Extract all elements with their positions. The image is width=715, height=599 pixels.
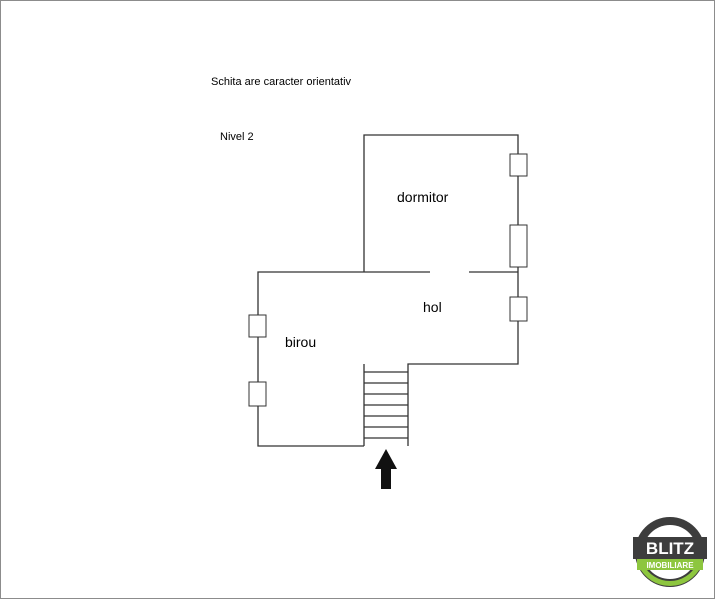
- walls: [257, 134, 519, 447]
- room-label-office: birou: [285, 334, 316, 350]
- disclaimer-note: Schita are caracter orientativ: [211, 76, 352, 88]
- window: [509, 296, 528, 322]
- window: [509, 153, 528, 177]
- staircase: [363, 364, 408, 446]
- logo-subtitle-band: [637, 559, 703, 570]
- logo-name: BLITZ: [646, 539, 694, 558]
- window: [248, 381, 267, 407]
- logo-name-band: [633, 537, 707, 559]
- window: [509, 224, 528, 268]
- room-label-bedroom: dormitor: [397, 189, 449, 205]
- logo-subtitle: IMOBILIARE: [646, 561, 694, 570]
- outer-wall: [363, 134, 519, 446]
- window: [248, 314, 267, 338]
- entry-arrow-icon: [375, 449, 397, 489]
- logo-accent-arc: [638, 563, 702, 586]
- room-label-hall: hol: [423, 299, 442, 315]
- windows: [248, 153, 528, 407]
- blitz-logo: BLITZ IMOBILIARE: [633, 517, 707, 587]
- level-label: Nivel 2: [220, 131, 254, 143]
- outer-wall-left: [257, 271, 364, 447]
